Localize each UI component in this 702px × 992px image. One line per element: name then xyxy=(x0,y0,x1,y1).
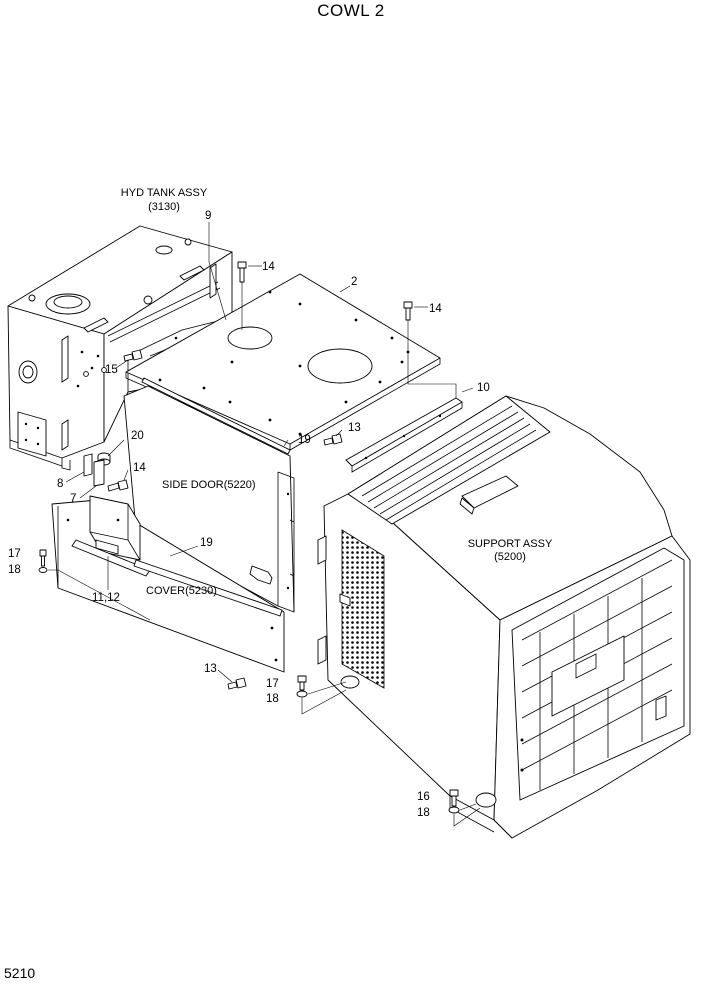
callout-14-top: 14 xyxy=(262,261,275,273)
callout-10: 10 xyxy=(477,382,490,394)
support-assy-name: SUPPORT ASSY xyxy=(468,538,553,550)
cover-label: COVER(5230) xyxy=(146,585,217,597)
bolt-13-bottom xyxy=(227,677,247,690)
callout-numbers: 9 14 2 14 15 10 13 20 19 14 8 7 19 17 18… xyxy=(8,210,490,819)
seal-strip-part-19-upper xyxy=(141,377,291,455)
hyd-tank-assy-code: (3130) xyxy=(148,201,180,213)
side-door-label: SIDE DOOR(5220) xyxy=(162,479,256,491)
callout-17-mid: 17 xyxy=(266,678,279,690)
page-title: COWL 2 xyxy=(317,1,385,20)
callout-8: 8 xyxy=(57,478,63,490)
bolt-16 xyxy=(449,789,459,807)
plate-part-2 xyxy=(125,273,441,451)
callout-9: 9 xyxy=(205,210,211,222)
leader-lines xyxy=(48,222,481,827)
callout-20: 20 xyxy=(131,430,144,442)
callout-17-left: 17 xyxy=(8,548,21,560)
callout-13-bottom: 13 xyxy=(204,663,217,675)
clip-7 xyxy=(93,459,105,487)
seal-strip-part-19-lower xyxy=(133,559,283,617)
bolt-17-left xyxy=(39,549,47,567)
page-number: 5210 xyxy=(4,965,35,981)
callout-14-left: 14 xyxy=(133,462,146,474)
callout-18-bottom: 18 xyxy=(417,807,430,819)
washer-18-bottom xyxy=(448,806,460,814)
bolt-14-left xyxy=(107,479,129,492)
callout-15: 15 xyxy=(105,364,118,376)
hyd-tank-assy xyxy=(7,225,233,471)
bolt-13-top xyxy=(323,433,343,446)
washer-18-left xyxy=(38,567,48,573)
washer-18-mid xyxy=(296,690,308,698)
callout-14-right: 14 xyxy=(429,303,442,315)
callout-16: 16 xyxy=(417,791,430,803)
cover-assy xyxy=(51,495,285,673)
hyd-tank-assy-name: HYD TANK ASSY xyxy=(121,187,208,199)
callout-19-upper: 19 xyxy=(298,434,311,446)
callout-18-left: 18 xyxy=(8,564,21,576)
assembly-labels: HYD TANK ASSY (3130) SIDE DOOR(5220) SUP… xyxy=(121,187,553,597)
bolt-15 xyxy=(123,349,143,362)
callout-18-mid: 18 xyxy=(266,693,279,705)
bracket-part-10 xyxy=(345,397,463,473)
callout-2: 2 xyxy=(351,276,357,288)
clip-8 xyxy=(83,453,93,477)
bolt-14-right xyxy=(403,301,413,321)
support-assy-code: (5200) xyxy=(494,551,526,563)
callout-11-12: 11,12 xyxy=(92,592,120,604)
callout-19-lower: 19 xyxy=(200,537,213,549)
callout-13-top: 13 xyxy=(348,422,361,434)
callout-7: 7 xyxy=(70,493,76,505)
bolt-14-top xyxy=(237,261,247,283)
support-assy xyxy=(317,395,691,839)
bolt-17-mid xyxy=(297,675,307,691)
